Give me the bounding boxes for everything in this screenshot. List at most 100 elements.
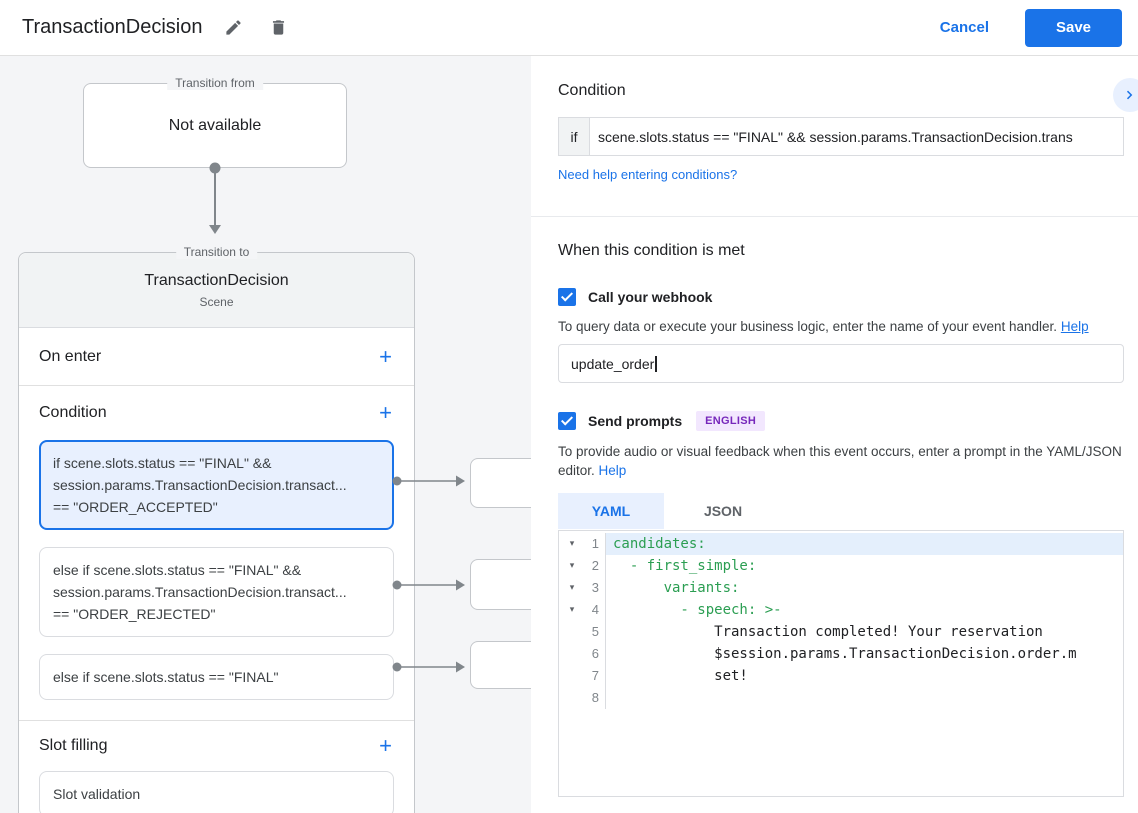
- when-met-heading: When this condition is met: [558, 242, 745, 259]
- condition-card-order-accepted[interactable]: if scene.slots.status == "FINAL" && sess…: [39, 440, 394, 530]
- condition-editor-section: Condition if scene.slots.status == "FINA…: [531, 56, 1138, 217]
- condition-expression-input[interactable]: scene.slots.status == "FINAL" && session…: [589, 117, 1124, 156]
- gutter-spacer: [559, 621, 585, 643]
- scene-node-title: TransactionDecision: [144, 271, 289, 289]
- collapse-panel-button[interactable]: [1113, 78, 1138, 112]
- transition-target-box-1[interactable]: [470, 458, 531, 508]
- collapse-arrow-icon[interactable]: ▾: [569, 605, 575, 615]
- condition-help-link[interactable]: Need help entering conditions?: [558, 167, 738, 182]
- line-number: 5: [591, 624, 599, 639]
- condition-line: == "ORDER_REJECTED": [53, 606, 216, 622]
- delete-button[interactable]: [265, 14, 292, 41]
- line-number: 4: [591, 602, 599, 617]
- condition-line: else if scene.slots.status == "FINAL": [53, 669, 279, 685]
- slot-validation-card[interactable]: Slot validation: [39, 771, 394, 813]
- condition-label: Condition: [39, 404, 107, 421]
- slot-filling-section-header: Slot filling +: [19, 721, 414, 771]
- collapse-arrow-icon[interactable]: ▾: [569, 583, 575, 593]
- code-text: Transaction completed! Your reservation: [605, 621, 1123, 643]
- send-prompts-row: Send prompts ENGLISH: [558, 411, 1124, 431]
- condition-line: else if scene.slots.status == "FINAL" &&: [53, 562, 302, 578]
- transition-to-node: Transition to TransactionDecision Scene …: [18, 245, 415, 813]
- save-button[interactable]: Save: [1025, 8, 1122, 47]
- code-text: candidates:: [605, 533, 1123, 555]
- webhook-description: To query data or execute your business l…: [558, 317, 1124, 336]
- tab-json[interactable]: JSON: [703, 503, 743, 519]
- transition-to-label: Transition to: [175, 245, 258, 259]
- gutter-spacer: [559, 665, 585, 687]
- gutter-spacer: [559, 687, 585, 709]
- slot-filling-label: Slot filling: [39, 737, 108, 754]
- yaml-code-editor[interactable]: ▾ 1 candidates: ▾ 2 - first_simple: ▾ 3 …: [558, 530, 1124, 797]
- transition-from-content: Not available: [168, 116, 262, 134]
- transition-from-label: Transition from: [167, 76, 263, 90]
- if-prefix-label: if: [558, 117, 589, 156]
- code-text: set!: [605, 665, 1123, 687]
- editor-line: ▾ 2 - first_simple:: [559, 555, 1123, 577]
- gutter-spacer: [559, 643, 585, 665]
- send-prompts-label: Send prompts: [588, 413, 683, 429]
- condition-card-order-rejected[interactable]: else if scene.slots.status == "FINAL" &&…: [39, 547, 394, 637]
- editor-format-tabs: YAML JSON: [558, 493, 1124, 529]
- call-webhook-label: Call your webhook: [588, 289, 713, 305]
- transition-target-box-3[interactable]: [470, 641, 531, 689]
- condition-line: if scene.slots.status == "FINAL" &&: [53, 455, 272, 471]
- code-text: - speech: >-: [605, 599, 1123, 621]
- tab-yaml[interactable]: YAML: [558, 493, 664, 529]
- editor-line: 5 Transaction completed! Your reservatio…: [559, 621, 1123, 643]
- code-text: - first_simple:: [605, 555, 1123, 577]
- on-enter-label: On enter: [39, 347, 102, 365]
- page-title: TransactionDecision: [22, 16, 203, 38]
- top-bar: TransactionDecision Cancel Save: [0, 0, 1138, 56]
- edit-button[interactable]: [220, 14, 247, 41]
- line-number: 3: [591, 580, 599, 595]
- editor-line: 7 set!: [559, 665, 1123, 687]
- line-number: 1: [591, 536, 599, 551]
- add-slot-button[interactable]: +: [379, 733, 392, 758]
- transition-target-box-2[interactable]: [470, 559, 531, 610]
- condition-line: session.params.TransactionDecision.trans…: [53, 477, 347, 493]
- condition-heading: Condition: [558, 82, 626, 99]
- collapse-arrow-icon[interactable]: ▾: [569, 539, 575, 549]
- cancel-button[interactable]: Cancel: [939, 19, 989, 36]
- condition-card-final[interactable]: else if scene.slots.status == "FINAL": [39, 654, 394, 700]
- on-enter-section: On enter +: [19, 328, 414, 386]
- editor-line: 6 $session.params.TransactionDecision.or…: [559, 643, 1123, 665]
- scene-node-subtitle: Scene: [199, 294, 234, 309]
- editor-line: 8: [559, 687, 1123, 709]
- scene-node-header: TransactionDecision Scene: [19, 253, 414, 328]
- trash-icon: [269, 18, 288, 37]
- prompts-help-link[interactable]: Help: [598, 463, 627, 478]
- webhook-description-text: To query data or execute your business l…: [558, 319, 1058, 334]
- webhook-help-link[interactable]: Help: [1060, 319, 1089, 334]
- code-text: $session.params.TransactionDecision.orde…: [605, 643, 1123, 665]
- editor-line: ▾ 4 - speech: >-: [559, 599, 1123, 621]
- pencil-icon: [224, 18, 243, 37]
- text-cursor: [655, 355, 657, 372]
- add-on-enter-button[interactable]: +: [379, 343, 392, 369]
- webhook-row: Call your webhook: [558, 288, 1124, 306]
- add-condition-button[interactable]: +: [379, 400, 392, 425]
- prompts-description-text: To provide audio or visual feedback when…: [558, 444, 1122, 478]
- scene-diagram-canvas: Transition from Not available Transition…: [0, 56, 531, 813]
- language-badge: ENGLISH: [696, 411, 766, 431]
- webhook-handler-value: update_order: [571, 355, 655, 372]
- chevron-right-icon: [1123, 88, 1137, 102]
- editor-line: ▾ 1 candidates:: [559, 533, 1123, 555]
- prompts-description: To provide audio or visual feedback when…: [558, 442, 1124, 480]
- when-condition-met-section: When this condition is met Call your web…: [531, 217, 1138, 797]
- webhook-handler-input[interactable]: update_order: [558, 344, 1124, 383]
- transition-from-node: Transition from Not available: [83, 76, 347, 168]
- line-number: 7: [591, 668, 599, 683]
- send-prompts-checkbox[interactable]: [558, 412, 576, 430]
- line-number: 8: [591, 690, 599, 705]
- condition-section-header: Condition +: [19, 386, 414, 440]
- line-number: 6: [591, 646, 599, 661]
- condition-line: session.params.TransactionDecision.trans…: [53, 584, 347, 600]
- line-number: 2: [591, 558, 599, 573]
- section-divider: [19, 720, 414, 721]
- condition-line: == "ORDER_ACCEPTED": [53, 499, 218, 515]
- call-webhook-checkbox[interactable]: [558, 288, 576, 306]
- collapse-arrow-icon[interactable]: ▾: [569, 561, 575, 571]
